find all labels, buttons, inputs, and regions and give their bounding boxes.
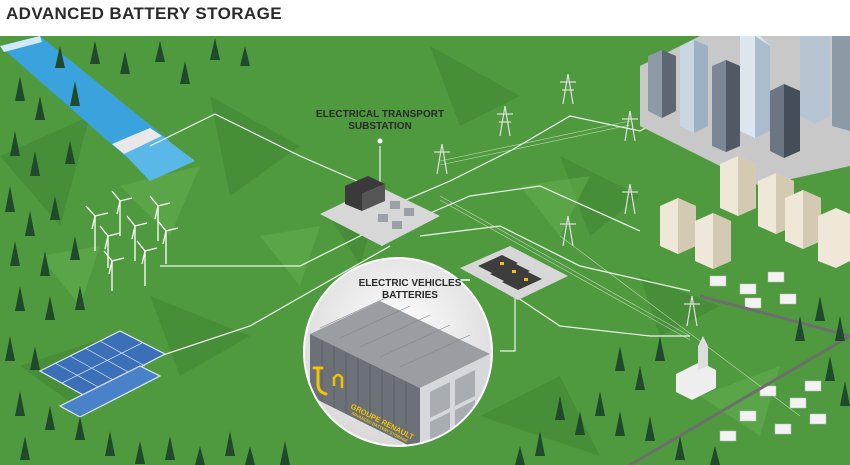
wind-turbine — [149, 195, 171, 241]
wind-turbine — [85, 205, 109, 251]
wind-turbine — [103, 250, 125, 291]
pylon-4 — [434, 143, 450, 175]
roads — [629, 294, 850, 465]
skyscraper — [832, 36, 850, 131]
hydro-dam — [0, 36, 195, 181]
terrain-highlights — [40, 166, 780, 436]
pylon-1 — [497, 105, 513, 137]
substation-marker — [377, 138, 383, 144]
wind-farm — [85, 190, 179, 291]
ev-label-line2: BATTERIES — [382, 290, 438, 301]
city-district — [640, 36, 850, 186]
plug-icon — [312, 366, 328, 396]
wind-turbine — [99, 225, 121, 268]
page-title: ADVANCED BATTERY STORAGE — [6, 4, 282, 23]
apartment-block — [785, 190, 821, 249]
dam-wall — [112, 128, 162, 154]
pylon-7 — [684, 295, 700, 327]
church — [676, 336, 716, 400]
solar-farm — [38, 330, 167, 418]
pylons — [434, 73, 700, 327]
substation-label: ELECTRICAL TRANSPORT SUBSTATION — [316, 109, 444, 144]
skyscraper — [800, 36, 830, 124]
battery-storage-site — [460, 246, 568, 300]
forest — [5, 38, 850, 465]
battery-storage-illustration: ELECTRICAL TRANSPORT SUBSTATION — [0, 36, 850, 465]
ev-batteries-callout: GROUPE RENAULT ADVANCED BATTERY STORAGE … — [303, 257, 493, 447]
river-outflow — [124, 136, 195, 181]
houses — [709, 271, 827, 442]
power-lines — [149, 95, 701, 357]
skyscraper — [740, 36, 770, 138]
pylon-6 — [560, 215, 576, 247]
reservoir-water — [0, 36, 170, 156]
n-logo-icon — [332, 373, 344, 388]
pylon-2 — [560, 73, 576, 105]
substation-label-line1: ELECTRICAL TRANSPORT — [316, 109, 444, 120]
ev-label-line1: ELECTRIC VEHICLES — [359, 278, 462, 289]
skyscraper — [770, 84, 800, 158]
pylon-3 — [622, 110, 638, 142]
skyscraper — [680, 40, 708, 133]
wind-turbine — [157, 220, 179, 264]
pylon-5 — [622, 183, 638, 215]
wind-turbine — [126, 215, 148, 261]
apartment-block — [695, 213, 731, 269]
substation-label-line2: SUBSTATION — [348, 121, 412, 132]
substation — [320, 176, 440, 246]
skyscraper — [648, 50, 676, 118]
apartment-block — [818, 208, 850, 268]
apartment-block — [720, 156, 756, 216]
skyscraper — [712, 60, 740, 152]
apartment-block — [660, 198, 696, 254]
apartment-blocks — [660, 156, 850, 269]
wind-turbine — [136, 240, 158, 286]
wind-turbine — [111, 190, 133, 236]
